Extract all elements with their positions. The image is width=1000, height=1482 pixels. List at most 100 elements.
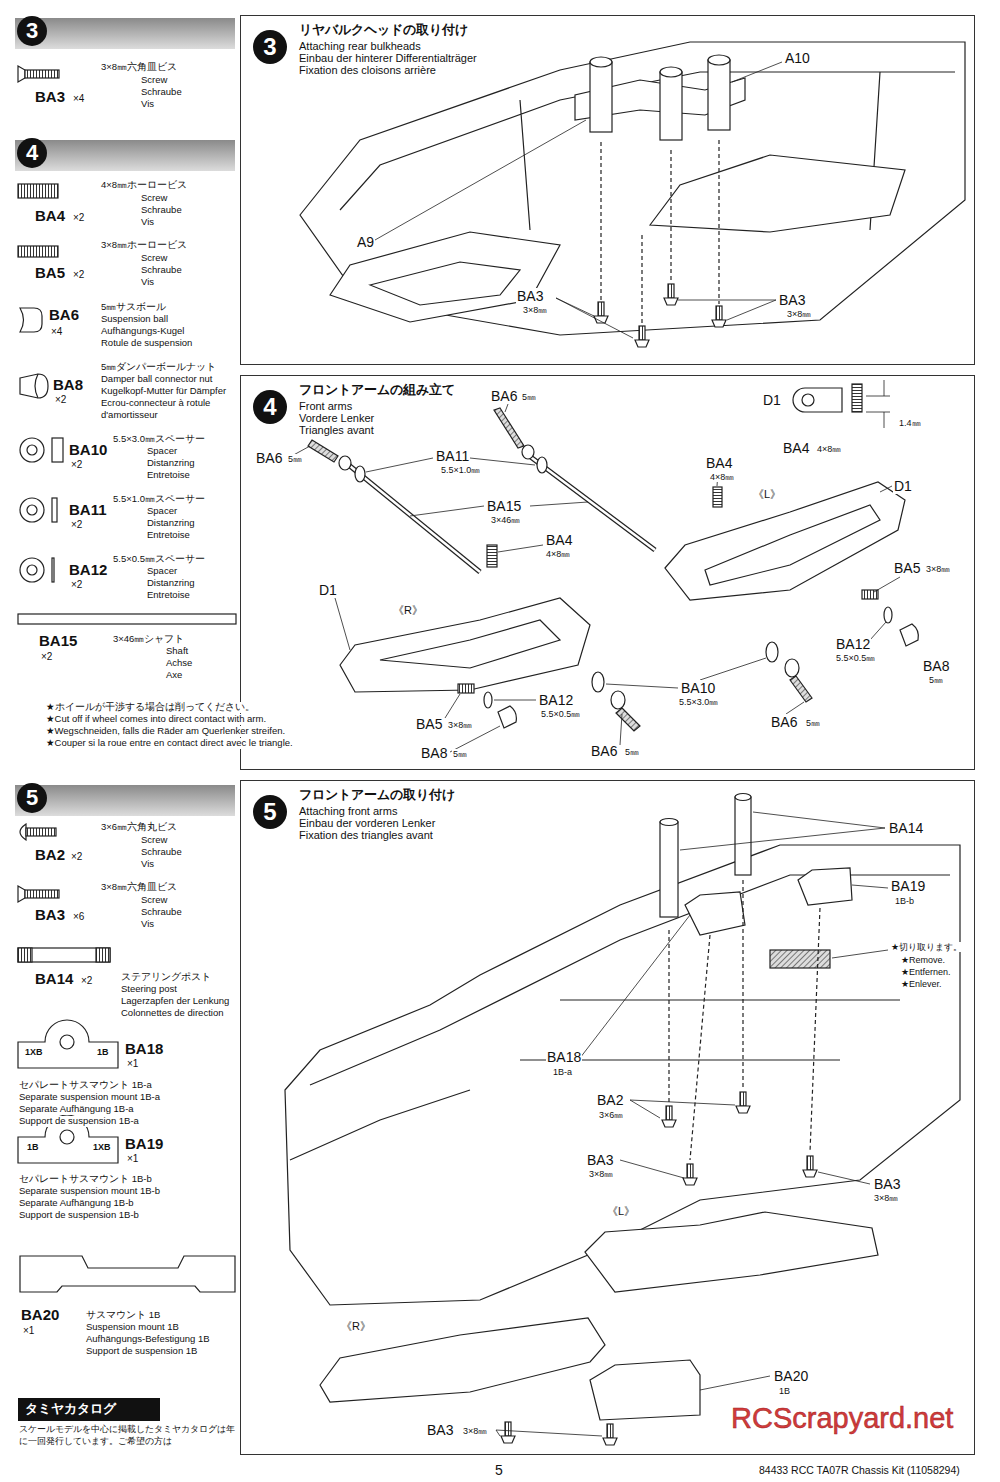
rear-bulkhead-drawing bbox=[594, 302, 608, 323]
part-description: Vis bbox=[140, 919, 155, 930]
front-arm-drawing bbox=[288, 404, 900, 752]
front-arm-drawing bbox=[616, 708, 640, 731]
front-arm-mount-drawing bbox=[683, 1164, 697, 1185]
part-description: Screw bbox=[140, 253, 168, 264]
part-code: BA19 bbox=[124, 1135, 164, 1152]
quantity: ×2 bbox=[70, 459, 83, 471]
dimension-label: 1B bbox=[778, 1386, 791, 1396]
part-description: Vis bbox=[140, 859, 155, 870]
part-icons bbox=[20, 438, 44, 462]
part-description: Distanzring bbox=[146, 518, 196, 529]
part-callout: BA8 bbox=[420, 745, 448, 761]
part-description: Screw bbox=[140, 193, 168, 204]
front-arm-mount-drawing bbox=[290, 875, 950, 1160]
front-arm-drawing bbox=[288, 380, 918, 752]
dimension-label: ★Enlever. bbox=[900, 979, 943, 989]
dimension-label: ★Entfernen. bbox=[900, 967, 952, 977]
front-arm-drawing bbox=[380, 620, 560, 668]
part-callout: BA5 bbox=[893, 560, 921, 576]
part-icons bbox=[18, 184, 58, 198]
step-title: Fixation des triangles avant bbox=[299, 829, 433, 842]
step-number: 4 bbox=[17, 138, 47, 168]
rear-bulkhead-drawing bbox=[370, 262, 520, 305]
part-callout: BA3 bbox=[516, 288, 544, 304]
part-icons bbox=[35, 374, 38, 398]
part-code: BA10 bbox=[68, 441, 108, 458]
part-callout: BA12 bbox=[835, 636, 871, 652]
rear-bulkhead-drawing bbox=[708, 55, 730, 65]
rear-bulkhead-drawing bbox=[650, 155, 905, 232]
part-description: Ecrou-connecteur à rotule bbox=[100, 398, 211, 409]
front-arm-drawing bbox=[458, 684, 474, 693]
front-arm-mount-drawing bbox=[798, 868, 852, 905]
step-number: 3 bbox=[253, 30, 287, 64]
part-callout: BA19 bbox=[890, 878, 926, 894]
dimension-label: 3×8㎜ bbox=[462, 1426, 488, 1436]
note-text: ★Wegschneiden, falls die Räder am Querle… bbox=[45, 726, 286, 737]
front-arm-mount-drawing bbox=[501, 1422, 515, 1443]
part-callout: BA3 bbox=[586, 1152, 614, 1168]
front-arm-mount-drawing bbox=[285, 845, 960, 1305]
part-callout: BA12 bbox=[538, 692, 574, 708]
part-icons bbox=[27, 445, 37, 455]
part-callout: BA8 bbox=[922, 658, 950, 674]
front-arm-drawing bbox=[308, 440, 338, 462]
part-code: BA14 bbox=[34, 970, 74, 987]
part-callout: BA10 bbox=[680, 680, 716, 696]
step-title: リヤバルクヘッドの取り付け bbox=[299, 24, 468, 37]
part-description: Vis bbox=[140, 217, 155, 228]
part-callout: BA2 bbox=[596, 1092, 624, 1108]
step-number: 4 bbox=[253, 390, 287, 424]
part-description: Kugelkopf-Mutter für Dämpfer bbox=[100, 386, 227, 397]
part-icons bbox=[52, 438, 63, 462]
rear-bulkhead-drawing bbox=[635, 326, 649, 347]
part-icons bbox=[18, 66, 236, 1292]
dimension-label: 5㎜ bbox=[452, 749, 468, 759]
part-description: Distanzring bbox=[146, 458, 196, 469]
part-callout: BA14 bbox=[888, 820, 924, 836]
part-marking: 1XB bbox=[92, 1142, 112, 1152]
rear-bulkhead-drawing bbox=[601, 140, 719, 324]
step-title: Attaching rear bulkheads bbox=[299, 40, 421, 53]
quantity: ×2 bbox=[70, 579, 83, 591]
rear-bulkhead-drawing bbox=[330, 232, 560, 322]
front-arm-mount-drawing bbox=[736, 1092, 750, 1113]
part-icons bbox=[18, 1020, 118, 1068]
front-arm-mount-drawing bbox=[685, 892, 745, 935]
part-description: d'amortisseur bbox=[100, 410, 159, 421]
part-icons bbox=[18, 614, 236, 624]
part-description: 5.5×1.0㎜スペーサー bbox=[112, 494, 206, 505]
quantity: ×2 bbox=[40, 651, 53, 663]
dimension-label: 5㎜ bbox=[805, 718, 821, 728]
part-code: BA11 bbox=[68, 501, 108, 518]
part-icons bbox=[26, 828, 56, 836]
step-title: Einbau der hinterer Differentialträger bbox=[299, 52, 477, 65]
part-description: Shaft bbox=[165, 646, 189, 657]
part-code: BA6 bbox=[48, 306, 80, 323]
part-callout: BA6 bbox=[490, 388, 518, 404]
part-description: 5㎜ダンパーボールナット bbox=[100, 362, 217, 373]
rear-bulkhead-drawing bbox=[590, 62, 612, 132]
front-arm-drawing bbox=[852, 384, 862, 412]
part-callout: D1 bbox=[318, 582, 338, 598]
part-callout: BA3 bbox=[778, 292, 806, 308]
part-description: セパレートサスマウント 1B-b bbox=[18, 1174, 153, 1185]
part-code: BA15 bbox=[38, 632, 78, 649]
part-description: Distanzring bbox=[146, 578, 196, 589]
dimension-label: 1.4㎜ bbox=[898, 418, 922, 428]
part-description: 3×6㎜六角丸ビス bbox=[100, 822, 178, 833]
part-icons bbox=[18, 66, 25, 82]
part-icons bbox=[20, 824, 26, 840]
part-description: 3×8㎜六角皿ビス bbox=[100, 62, 178, 73]
part-description: Lagerzapfen der Lenkung bbox=[120, 996, 230, 1007]
part-description: Screw bbox=[140, 895, 168, 906]
part-description: Schraube bbox=[140, 265, 183, 276]
front-arm-drawing bbox=[785, 659, 799, 677]
quantity: ×4 bbox=[50, 326, 63, 338]
side-marker: 《L》 bbox=[752, 488, 782, 501]
dimension-label: ★Remove. bbox=[900, 955, 946, 965]
step-header: 3 bbox=[15, 18, 235, 49]
part-description: Aufhängungs-Befestigung 1B bbox=[85, 1334, 211, 1345]
catalog-title: タミヤカタログ bbox=[25, 1400, 116, 1418]
